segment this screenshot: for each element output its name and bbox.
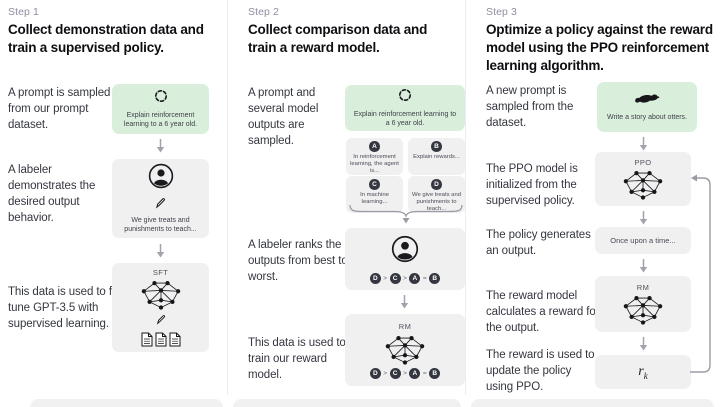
rank-chip: B [429, 367, 441, 379]
step2-sampled-caption: A prompt and several model outputs are s… [248, 87, 319, 147]
policy-output-box: Once upon a time... [595, 227, 691, 254]
output-text: In machine learning... [360, 191, 389, 205]
prompt-sample-box: Explain reinforcement learning to a 6 ye… [345, 85, 465, 131]
document-icon [141, 332, 152, 347]
brace-icon [349, 204, 463, 224]
otter-icon [634, 92, 660, 110]
step1-prompt-caption: A prompt is sampled from our prompt data… [8, 87, 111, 131]
policy-output-text: Once upon a time... [610, 236, 676, 245]
output-box-d: D We give treats and punishments to teac… [408, 176, 465, 213]
step3-label: Step 3 [486, 6, 517, 18]
labeler-rank-box: D > C > A = B [345, 228, 465, 290]
step2-train-caption: This data is used to train our reward mo… [248, 337, 346, 381]
step3-generates-caption: The policy generates an output. [486, 229, 591, 257]
rm-box: RM [595, 276, 691, 332]
output-box-c: C In machine learning... [346, 176, 403, 213]
rank-chip: D [369, 367, 381, 379]
prompt-text: Explain reinforcement learning to a 6 ye… [353, 110, 457, 127]
step2-label: Step 2 [248, 6, 279, 18]
prompt-text: Write a story about otters. [606, 113, 687, 121]
step3-ppo-caption: The PPO model is initialized from the su… [486, 163, 578, 207]
column-divider [227, 0, 228, 395]
column-divider [465, 0, 466, 395]
down-arrow-icon [639, 259, 648, 273]
prompt-sample-box: Write a story about otters. [597, 82, 697, 132]
documents-row [141, 332, 181, 347]
reward-value: rk [638, 363, 648, 381]
next-section-card [30, 399, 223, 407]
output-text: We give treats and punishments to teach.… [411, 191, 461, 213]
network-icon [140, 279, 182, 310]
down-arrow-icon [639, 337, 648, 351]
next-section-card [471, 399, 714, 407]
labeler-icon [391, 235, 419, 268]
rank-separator: > [403, 274, 407, 282]
output-box-b: B Explain rewards... [408, 138, 465, 175]
step3-reward-caption: The reward model calculates a reward for… [486, 290, 600, 334]
ppo-box: PPO [595, 152, 691, 206]
rank-separator: > [383, 369, 388, 377]
output-badge: C [369, 179, 380, 190]
down-arrow-icon [639, 137, 648, 151]
rank-separator: > [403, 369, 407, 377]
rank-chip: B [429, 272, 441, 284]
prompt-text: Explain reinforcement learning to a 6 ye… [123, 111, 198, 128]
output-badge: B [431, 141, 442, 152]
step3-update-caption: The reward is used to update the policy … [486, 349, 595, 393]
rank-separator: = [422, 369, 427, 377]
output-badge: A [369, 141, 380, 152]
rank-chip: C [389, 272, 401, 284]
prompt-sample-box: Explain reinforcement learning to a 6 ye… [112, 84, 209, 134]
ppo-label: PPO [634, 158, 652, 167]
output-badge: D [431, 179, 442, 190]
network-icon [622, 169, 664, 200]
labeler-demo-box: We give treats and punishments to teach.… [112, 159, 209, 238]
document-icon [155, 332, 166, 347]
output-box-a: A In reinforcement learning, the agent i… [346, 138, 403, 175]
down-arrow-icon [400, 295, 409, 309]
loop-arrow-icon [690, 174, 711, 373]
down-arrow-icon [156, 244, 165, 258]
ranking: D > C > A = B [369, 272, 441, 284]
labeler-icon [148, 163, 174, 194]
rank-chip: D [369, 272, 381, 284]
step3-prompt-caption: A new prompt is sampled from the dataset… [486, 85, 574, 129]
ranking: D > C > A = B [369, 367, 441, 379]
output-text: In reinforcement learning, the agent is.… [350, 153, 399, 175]
next-section-card [233, 399, 461, 407]
rank-separator: = [422, 274, 427, 282]
document-icon [169, 332, 180, 347]
down-arrow-icon [156, 139, 165, 153]
output-text: Explain rewards... [413, 153, 460, 160]
sft-label: SFT [152, 268, 169, 277]
step3-heading: Optimize a policy against the reward mod… [486, 22, 713, 73]
labeler-demo-text: We give treats and punishments to teach.… [124, 216, 197, 233]
step1-heading: Collect demonstration data and train a s… [8, 22, 204, 55]
pen-icon [155, 196, 166, 214]
rm-label: RM [398, 321, 412, 331]
down-arrow-icon [639, 211, 648, 225]
network-icon [622, 294, 664, 325]
rank-chip: C [389, 367, 401, 379]
rank-chip: A [409, 272, 421, 284]
step2-heading: Collect comparison data and train a rewa… [248, 22, 428, 55]
rm-box: RM D > C > A = B [345, 314, 465, 386]
sampling-icon [154, 89, 168, 108]
sft-box: SFT [112, 263, 209, 352]
step1-labeler-caption: A labeler demonstrates the desired outpu… [8, 164, 96, 224]
rm-label: RM [636, 283, 650, 292]
step1-label: Step 1 [8, 6, 39, 18]
network-icon [384, 334, 426, 365]
rank-separator: > [383, 274, 388, 282]
step2-ranks-caption: A labeler ranks the outputs from best to… [248, 239, 348, 283]
rank-chip: A [409, 367, 421, 379]
pen-icon [156, 312, 166, 330]
step1-finetune-caption: This data is used to fine-tune GPT-3.5 w… [8, 286, 131, 330]
sampling-icon [398, 88, 412, 107]
reward-value-box: rk [595, 355, 691, 389]
